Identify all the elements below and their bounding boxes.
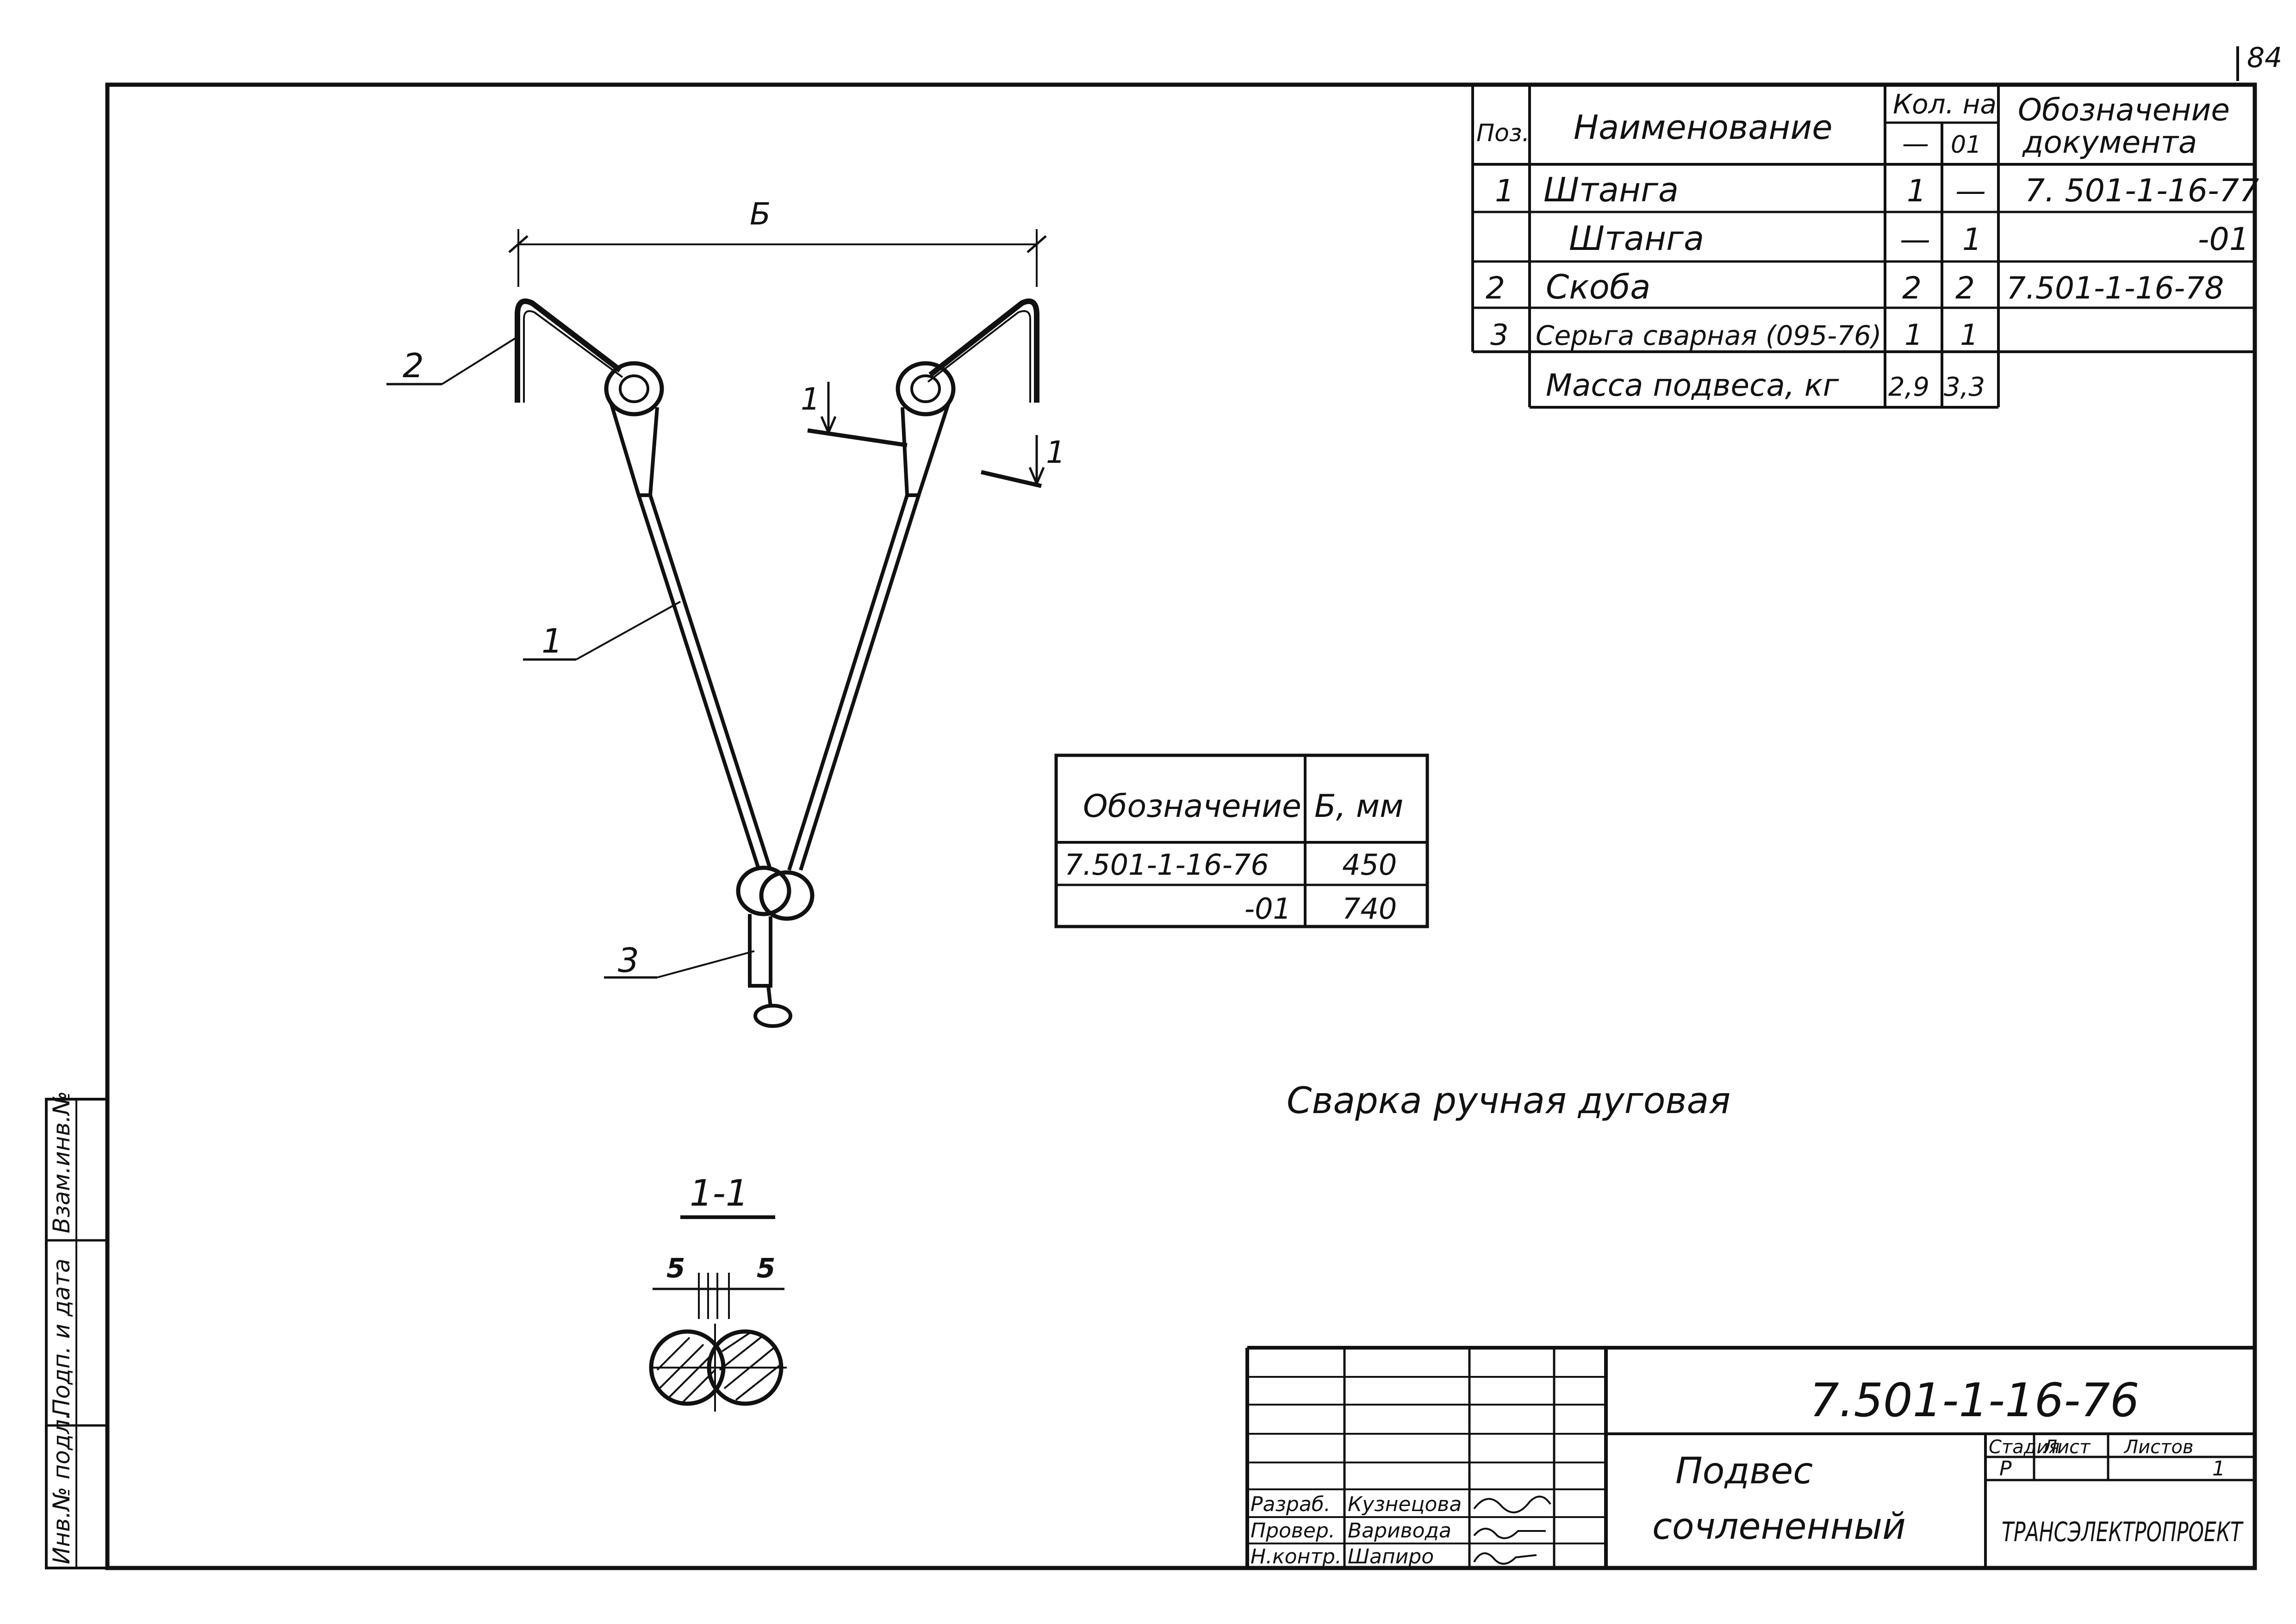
spec-row-2-qty-a: — [1900,222,1930,257]
spec-header-doc-1: Обозначение [2018,92,2230,128]
title-organization: ТРАНСЭЛЕКТРОПРОЕКТ [2002,1516,2244,1548]
signature-3 [1473,1552,1537,1565]
spec-row-3-name: Скоба [1546,268,1650,306]
side-stamp [45,1098,109,1569]
spec-header-name: Наименование [1574,108,1833,147]
section-title: 1-1 [690,1173,748,1214]
spec-row-2-qty-b: 1 [1962,222,1982,257]
role-1-name: Кузнецова [1348,1493,1462,1516]
title-sheets-label: Листов [2123,1437,2193,1458]
spec-header-qty-a: — [1902,128,1929,159]
spec-row-2-name: Штанга [1569,219,1704,258]
right-staple [927,298,1039,403]
cut-mark-right [980,435,1045,488]
spec-row-3-doc: 7.501-1-16-78 [2006,270,2224,306]
title-doc-code: 7.501-1-16-76 [1810,1373,2140,1427]
spec-row-1-qty-a: 1 [1907,173,1926,209]
variant-row-2-b: 740 [1342,892,1397,926]
spec-row-1-doc: 7. 501-1-16-77 [2025,173,2259,209]
variant-row-1-designation: 7.501-1-16-76 [1064,848,1269,882]
spec-mass-qty-a: 2,9 [1888,372,1929,402]
spec-row-4-name: Серьга сварная (095-76) [1536,320,1882,351]
spec-header-doc-2: документа [2022,124,2197,160]
spec-row-3-qty-a: 2 [1902,270,1922,306]
callout-3 [604,950,755,979]
callout-2 [386,336,518,386]
variant-row-2-designation: -01 [1244,892,1291,926]
variant-header-designation: Обозначение [1083,788,1301,825]
variant-header-b: Б, мм [1314,788,1403,825]
left-eye-loop [604,361,664,497]
dimension-b [508,229,1047,287]
spec-row-4-qty-a: 1 [1904,318,1923,352]
section-view [649,1273,787,1412]
page-number: 84 [2247,42,2282,74]
signature-1 [1473,1495,1551,1513]
callout-2-label: 2 [403,346,424,385]
cut-mark-right-label: 1 [1046,435,1065,470]
left-staple [515,298,623,403]
spec-row-4-pos: 3 [1490,318,1508,352]
title-sheet-label: Лист [2042,1437,2091,1458]
spec-header-pos: Поз. [1476,119,1530,147]
title-line-2: сочлененный [1652,1506,1906,1548]
callout-1-label: 1 [541,622,563,660]
spec-row-3-qty-b: 2 [1955,270,1975,306]
title-line-1: Подвес [1675,1450,1813,1492]
spec-header-qty-b: 01 [1951,131,1981,159]
side-stamp-replace: Взам.инв.№ [48,1091,75,1233]
cut-mark-left-label: 1 [801,381,820,417]
title-stage-value: Р [1999,1457,2012,1481]
role-2-name: Варивода [1348,1519,1451,1543]
right-eye-loop [896,361,956,497]
section-dim-right: 5 [757,1252,775,1284]
spec-mass-name: Масса подвеса, кг [1546,367,1839,403]
role-3-name: Шапиро [1348,1545,1434,1568]
variant-row-1-b: 450 [1342,848,1397,882]
variant-table [1054,753,1429,928]
role-2-label: Провер. [1251,1519,1335,1543]
side-stamp-inv: Инв.№ подл. [48,1412,75,1564]
spec-header-qty: Кол. на [1893,88,1997,120]
section-dim-left: 5 [666,1252,685,1284]
title-stage-label: Стадия [1989,1437,2060,1458]
spec-row-2-doc: -01 [2198,221,2249,258]
role-3-label: Н.контр. [1251,1545,1342,1568]
side-stamp-sign: Подп. и дата [48,1258,75,1416]
welded-shackle [736,865,815,1028]
cut-mark-left [807,382,908,448]
spec-row-1-pos: 1 [1495,173,1514,209]
signature-2 [1473,1528,1546,1539]
callout-1 [523,601,681,661]
title-sheets-value: 1 [2212,1457,2225,1481]
right-rod [787,494,921,871]
spec-row-4-qty-b: 1 [1960,318,1978,352]
sheet-frame [105,82,2257,1570]
dimension-b-label: Б [750,196,771,232]
spec-row-3-pos: 2 [1486,270,1505,306]
callout-3-label: 3 [618,941,639,980]
spec-table [1471,85,2256,409]
spec-row-1-name: Штанга [1543,170,1679,209]
spec-row-1-qty-b: — [1955,173,1986,209]
left-rod [637,494,772,871]
title-block [1245,1346,2255,1568]
welding-note: Сварка ручная дуговая [1287,1080,1730,1122]
role-1-label: Разраб. [1251,1493,1331,1516]
spec-mass-qty-b: 3,3 [1944,372,1985,402]
